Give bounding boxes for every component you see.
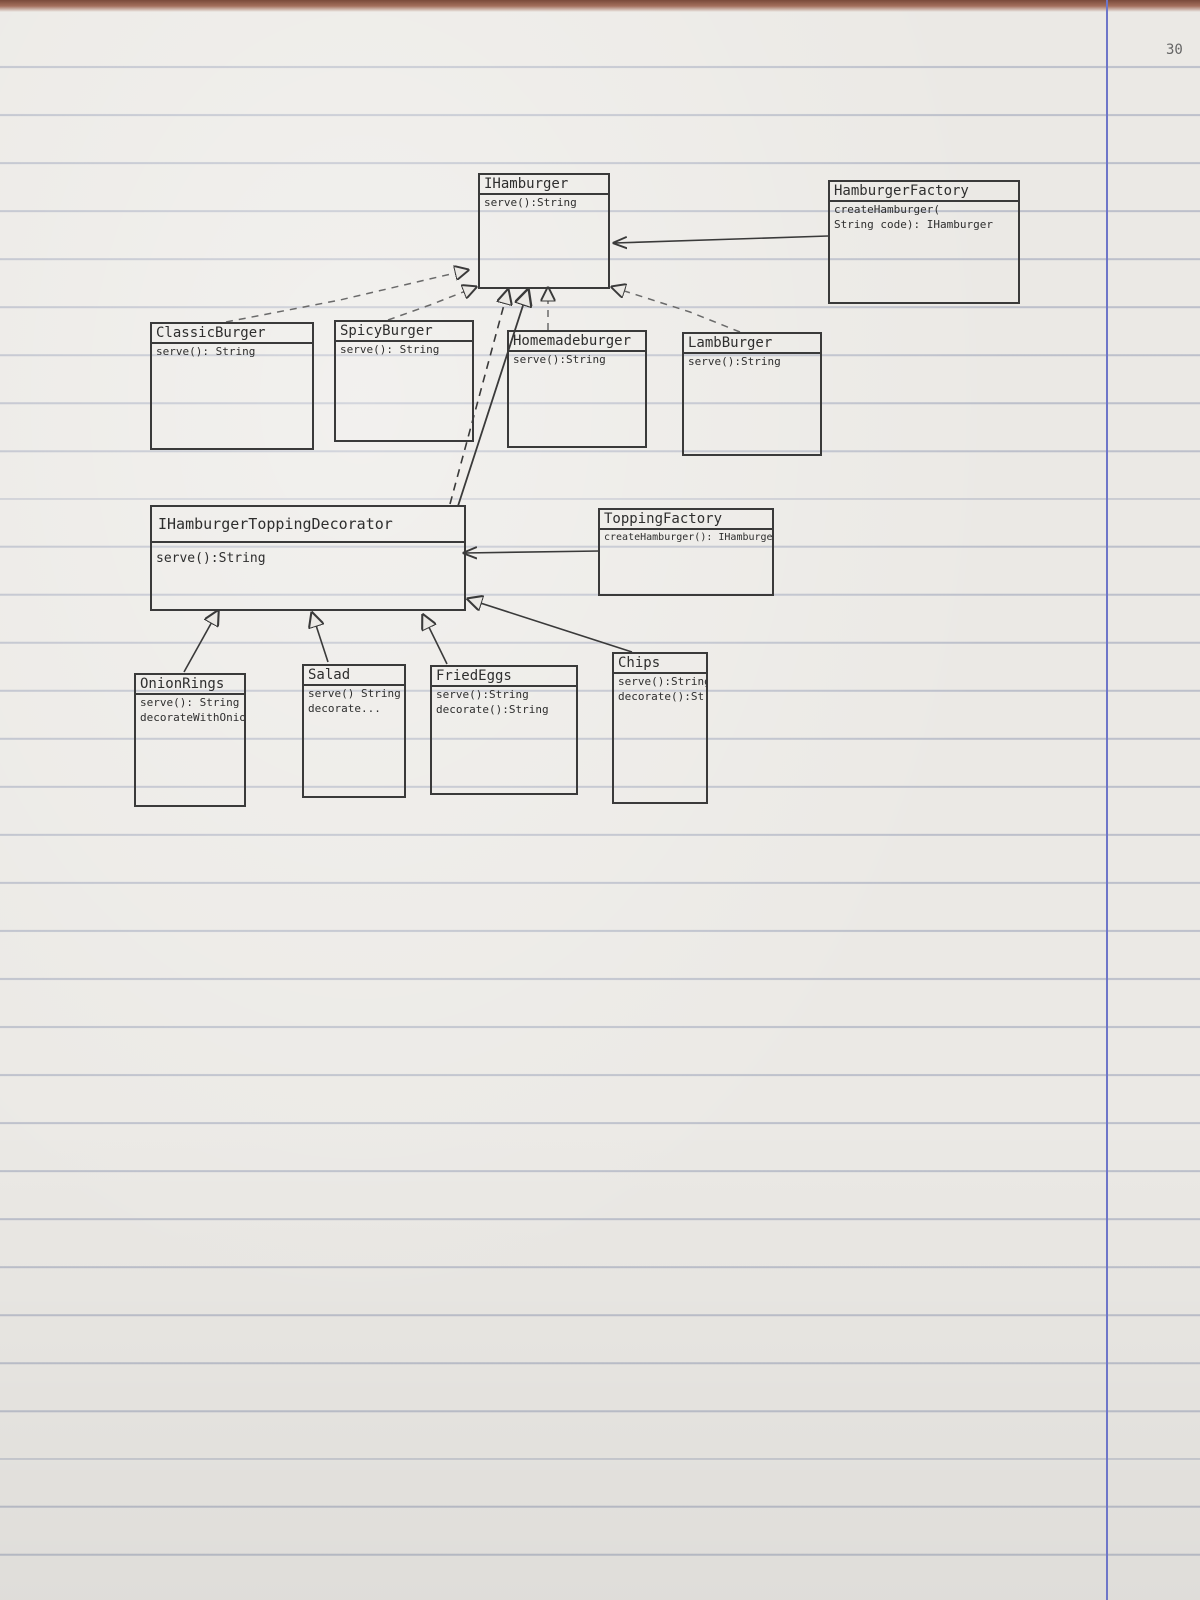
method: serve(): String + bbox=[140, 696, 244, 709]
page-number: 30 bbox=[1166, 42, 1183, 58]
lamb-realization-line bbox=[612, 287, 741, 333]
method: createHamburger( bbox=[834, 203, 940, 216]
class-name: IHamburgerToppingDecorator bbox=[152, 507, 464, 543]
onion-rings-inheritance-line bbox=[183, 611, 218, 673]
method: decorate():String bbox=[618, 690, 706, 703]
class-name: HamburgerFactory bbox=[830, 182, 1018, 202]
chips-box: Chips serve():String decorate():String bbox=[612, 652, 708, 804]
class-name: Homemadeburger bbox=[509, 332, 645, 352]
margin-line bbox=[1106, 0, 1108, 1600]
class-name: LambBurger bbox=[684, 334, 820, 354]
method: serve():String bbox=[156, 551, 266, 566]
method: serve():String bbox=[436, 688, 529, 701]
fried-eggs-inheritance-line bbox=[423, 615, 448, 665]
spicy-realization-line bbox=[387, 287, 476, 321]
class-name: SpicyBurger bbox=[336, 322, 472, 342]
classic-burger-box: ClassicBurger serve(): String bbox=[150, 322, 314, 450]
topping-factory-box: ToppingFactory createHamburger(): IHambu… bbox=[598, 508, 774, 596]
decorator-realization-line bbox=[449, 290, 508, 505]
decorator-association-line bbox=[457, 290, 528, 507]
class-name: ClassicBurger bbox=[152, 324, 312, 344]
classic-realization-line bbox=[225, 270, 468, 323]
salad-box: Salad serve() String decorate... bbox=[302, 664, 406, 798]
method: serve(): String bbox=[340, 343, 440, 356]
topping-factory-dependency-line bbox=[464, 551, 601, 553]
method: serve():String bbox=[484, 196, 577, 209]
method: serve():String bbox=[688, 355, 781, 368]
chips-inheritance-line bbox=[468, 599, 633, 653]
method: decorateWithOnion() bbox=[140, 711, 244, 724]
page-top-edge bbox=[0, 0, 1200, 12]
fried-eggs-box: FriedEggs serve():String decorate():Stri… bbox=[430, 665, 578, 795]
class-name: OnionRings bbox=[136, 675, 244, 695]
method: serve() String bbox=[308, 687, 401, 700]
method: serve():String bbox=[618, 675, 706, 688]
class-name: FriedEggs bbox=[432, 667, 576, 687]
salad-inheritance-line bbox=[312, 613, 329, 663]
spicy-burger-box: SpicyBurger serve(): String bbox=[334, 320, 474, 442]
method: createHamburger(): IHamburger bbox=[604, 532, 772, 543]
method: String code): IHamburger bbox=[834, 218, 993, 231]
method: serve(): String bbox=[156, 345, 256, 358]
homemade-burger-box: Homemadeburger serve():String bbox=[507, 330, 647, 448]
topping-decorator-box: IHamburgerToppingDecorator serve():Strin… bbox=[150, 505, 466, 611]
method: decorate... bbox=[308, 702, 381, 715]
method: decorate():String bbox=[436, 703, 549, 716]
class-name: Chips bbox=[614, 654, 706, 674]
class-name: IHamburger bbox=[480, 175, 608, 195]
lamb-burger-box: LambBurger serve():String bbox=[682, 332, 822, 456]
class-name: ToppingFactory bbox=[600, 510, 772, 530]
hamburger-interface-box: IHamburger serve():String bbox=[478, 173, 610, 289]
hamburger-factory-box: HamburgerFactory createHamburger( String… bbox=[828, 180, 1020, 304]
class-name: Salad bbox=[304, 666, 404, 686]
onion-rings-box: OnionRings serve(): String + decorateWit… bbox=[134, 673, 246, 807]
method: serve():String bbox=[513, 353, 606, 366]
factory-dependency-line bbox=[614, 235, 829, 243]
